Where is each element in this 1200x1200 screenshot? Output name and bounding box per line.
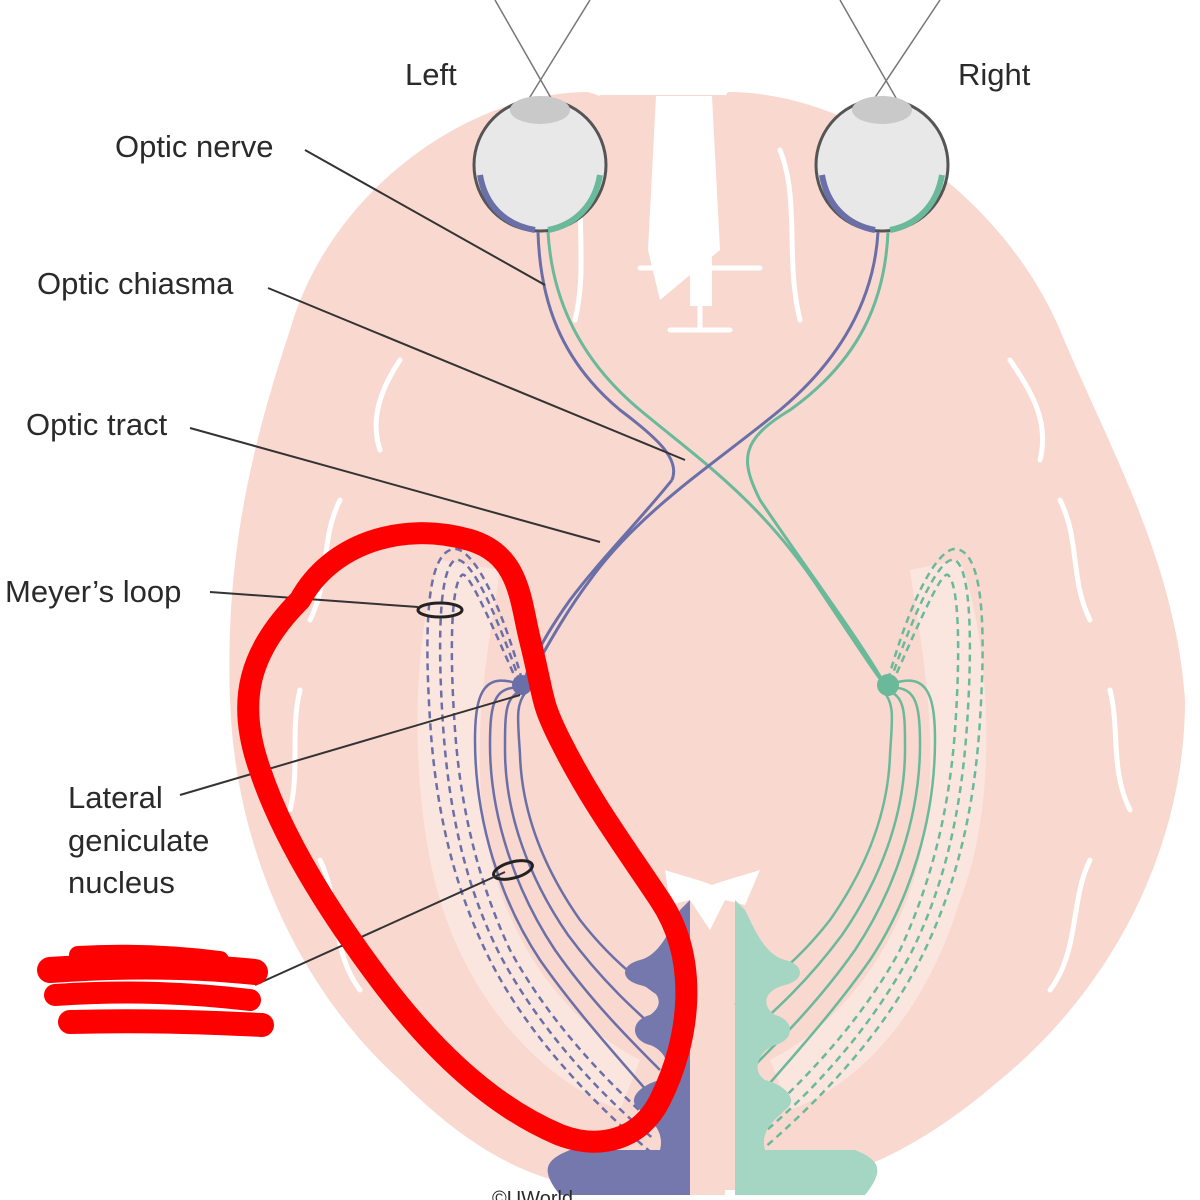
red-redaction-scribble <box>37 944 274 1037</box>
meyers-loop-marker <box>416 601 464 619</box>
red-annotation <box>237 522 698 1153</box>
leader-lines <box>179 149 686 986</box>
label-meyers-loop: Meyer’s loop <box>5 574 181 609</box>
label-optic-nerve: Optic nerve <box>115 129 274 164</box>
label-lgn-line3: nucleus <box>68 865 175 900</box>
brain-outline <box>229 92 1185 1195</box>
right-visual-cortex <box>735 900 878 1195</box>
label-optic-tract: Optic tract <box>26 407 168 442</box>
label-right: Right <box>958 57 1031 92</box>
right-eye <box>814 0 950 233</box>
label-credit: ©UWorld <box>492 1188 573 1200</box>
label-lgn-line2: geniculate <box>68 823 209 858</box>
label-lgn-line1: Lateral <box>68 780 163 815</box>
right-optic-radiation <box>734 547 984 1161</box>
left-eye <box>472 0 608 233</box>
label-left: Left <box>405 57 457 92</box>
label-optic-chiasma: Optic chiasma <box>37 266 234 301</box>
radiation-marker <box>492 859 534 881</box>
